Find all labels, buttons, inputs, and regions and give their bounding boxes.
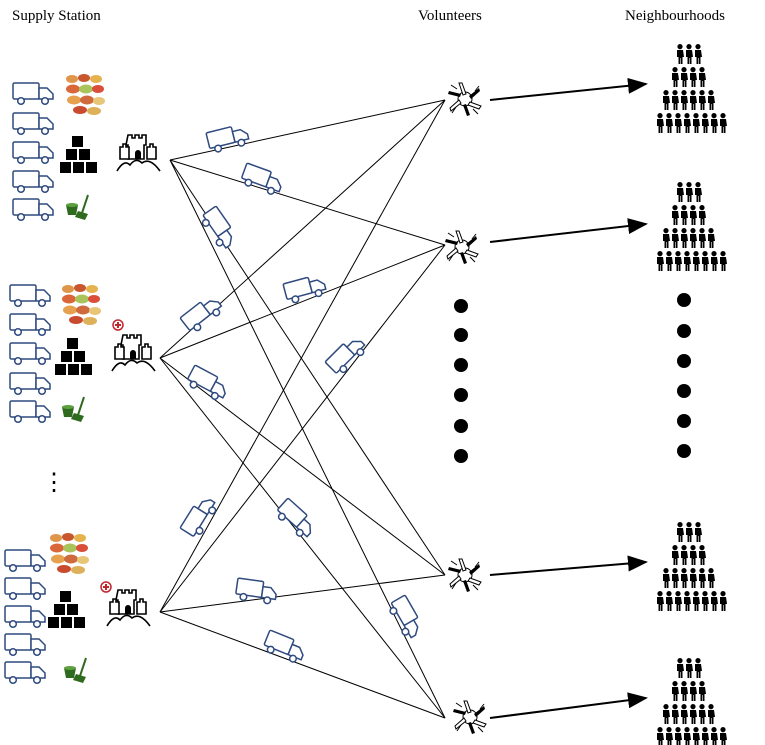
arrow-v1-n1 [489,77,648,101]
stations-ellipsis: ⋮ [42,470,66,496]
connection-lines [159,99,446,719]
volunteer-hands-icon [444,230,479,265]
truck-icon [4,549,46,573]
volunteer-hands-icon [447,82,482,117]
neighbourhood-crowd-icon [657,522,727,611]
broom-icon [65,194,89,221]
truck-icon [4,633,46,657]
link-s2-v4 [159,357,446,719]
truck-icon [4,605,46,629]
link-s1-v1 [169,99,446,161]
truck-icon [9,284,51,308]
volunteer-hands-icon [447,558,482,593]
fleet-trucks [12,82,54,222]
boxes-icon [60,136,97,173]
food-icon [66,74,105,115]
route-truck-icon [234,577,279,606]
castle-icon [111,334,156,372]
medical-icon [100,581,112,593]
route-truck-icon [272,497,319,542]
route-truck-icon [205,122,251,155]
neighbourhood-crowd-icon [657,182,727,271]
broom-icon [61,396,85,423]
link-s3-v2 [159,244,446,613]
truck-icon [4,661,46,685]
link-s3-v3 [159,574,446,613]
route-truck-icon [238,162,286,198]
truck-icon [12,112,54,136]
truck-icon [12,170,54,194]
truck-icon [4,577,46,601]
delivery-arrows [489,77,648,719]
route-truck-icon [261,629,308,666]
truck-icon [9,342,51,366]
neighbourhood-crowds [657,44,727,745]
link-s3-v1 [159,99,446,613]
supply-station-header: Supply Station [12,8,101,24]
truck-icon [12,198,54,222]
arrow-v4-n4 [489,692,648,719]
food-icon [50,533,89,574]
castle-icon [116,134,161,172]
route-trucks [179,122,426,666]
truck-icon [12,82,54,106]
boxes-icon [48,591,85,628]
route-truck-icon [324,332,370,378]
neighbourhood-crowd-icon [657,658,727,745]
route-truck-icon [385,594,426,642]
neighbourhoods-header: Neighbourhoods [625,8,725,24]
route-truck-icon [184,364,232,404]
volunteer-groups [444,82,487,735]
food-icon [62,284,101,325]
medical-icon [112,319,124,331]
broom-icon [63,657,87,684]
volunteers-header: Volunteers [418,8,482,24]
castle-icon [106,589,151,627]
link-s3-v4 [159,611,446,719]
link-s2-v2 [159,244,446,359]
volunteer-hands-icon [452,700,487,735]
route-truck-icon [179,292,226,336]
link-s1-v4 [169,159,446,719]
truck-icon [9,400,51,424]
fleet-trucks [9,284,51,424]
neighbourhoods-ellipsis-dots [677,293,691,458]
neighbourhood-crowd-icon [657,44,727,133]
fleet-trucks [4,549,46,685]
truck-icon [12,141,54,165]
arrow-v2-n2 [489,218,648,243]
truck-icon [9,313,51,337]
supply-station-1 [12,74,161,222]
boxes-icon [55,338,92,375]
link-s2-v3 [159,357,446,576]
volunteers-ellipsis-dots [454,299,468,463]
route-truck-icon [282,272,328,306]
truck-icon [9,372,51,396]
arrow-v3-n3 [489,555,648,576]
supply-station-2 [9,284,156,424]
link-s1-v2 [169,159,446,246]
supply-station-3 [4,533,151,685]
